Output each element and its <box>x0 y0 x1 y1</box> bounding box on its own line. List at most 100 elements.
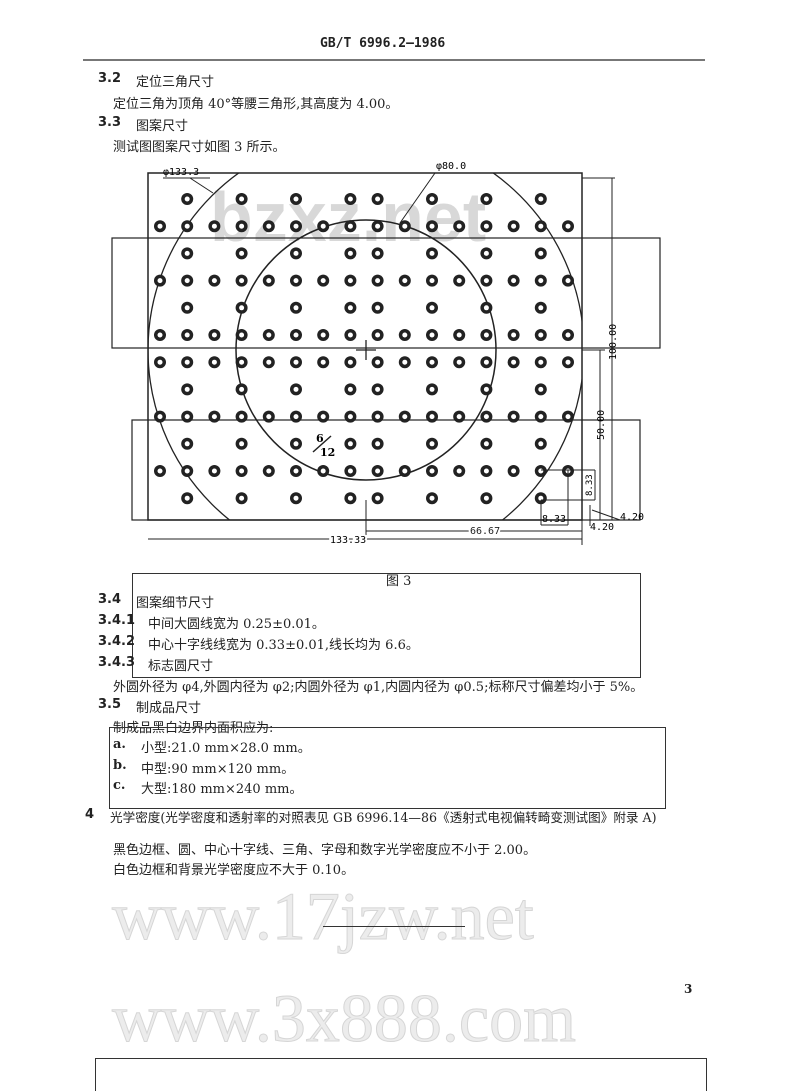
marker-circle-inner <box>429 305 435 311</box>
marker-circle-inner <box>320 278 326 284</box>
marker-circle-inner <box>565 278 571 284</box>
marker-circle-inner <box>565 223 571 229</box>
marker-circle-inner <box>211 223 217 229</box>
marker-circle-inner <box>538 441 544 447</box>
marker-circle-inner <box>266 468 272 474</box>
marker-circle-inner <box>211 468 217 474</box>
marker-circle-inner <box>320 468 326 474</box>
marker-circle-inner <box>184 305 190 311</box>
list-item: 中型:90 mm×120 mm。 <box>141 762 295 777</box>
marker-circle-inner <box>347 441 353 447</box>
marker-circle-inner <box>538 332 544 338</box>
section-number: 4 <box>85 807 95 822</box>
marker-circle-inner <box>293 468 299 474</box>
marker-circle-inner <box>483 196 489 202</box>
list-item: 大型:180 mm×240 mm。 <box>141 782 303 797</box>
section-title: 制成品尺寸 <box>136 701 202 716</box>
section-title: 图案细节尺寸 <box>136 596 215 611</box>
marker-circle-inner <box>293 223 299 229</box>
marker-circle-inner <box>483 250 489 256</box>
section-number: 3.4 <box>98 592 122 607</box>
label-phi-large: φ133.3 <box>163 167 199 178</box>
marker-circle-inner <box>239 359 245 365</box>
marker-circle-inner <box>184 359 190 365</box>
marker-circle-inner <box>347 495 353 501</box>
marker-circle-inner <box>483 278 489 284</box>
marker-circle-inner <box>347 468 353 474</box>
marker-circle-inner <box>429 332 435 338</box>
section-title: 定位三角尺寸 <box>136 75 215 90</box>
marker-circle-inner <box>375 495 381 501</box>
section-number: 3.4.2 <box>98 634 136 649</box>
label-width-66-67: 66.67 <box>470 526 500 537</box>
list-marker: c. <box>113 778 126 793</box>
marker-circle-inner <box>456 414 462 420</box>
marker-circle-inner <box>157 414 163 420</box>
marker-circle-inner <box>402 359 408 365</box>
marker-circle-inner <box>538 359 544 365</box>
label-height-100: 100.00 <box>608 324 619 360</box>
marker-circle-inner <box>293 250 299 256</box>
marker-circle-inner <box>429 196 435 202</box>
marker-circle-inner <box>375 332 381 338</box>
figure-caption: 图 3 <box>386 574 412 589</box>
marker-circle-inner <box>320 414 326 420</box>
center-mark-bottom: 12 <box>320 446 335 459</box>
marker-circle-inner <box>239 386 245 392</box>
marker-circle-inner <box>239 414 245 420</box>
marker-circle-inner <box>347 250 353 256</box>
marker-circle-inner <box>293 386 299 392</box>
marker-circle-inner <box>375 305 381 311</box>
marker-circle-inner <box>538 305 544 311</box>
marker-circle-inner <box>320 359 326 365</box>
marker-circle-inner <box>429 386 435 392</box>
list-item: 小型:21.0 mm×28.0 mm。 <box>141 741 311 756</box>
header-rule <box>83 59 705 61</box>
marker-circle-inner <box>511 332 517 338</box>
marker-circle-inner <box>347 414 353 420</box>
label-height-50: 50.00 <box>596 410 607 440</box>
marker-circle-inner <box>538 386 544 392</box>
marker-circle-inner <box>184 223 190 229</box>
marker-circle-inner <box>375 414 381 420</box>
marker-circle-inner <box>347 386 353 392</box>
marker-circle-inner <box>456 359 462 365</box>
marker-circle-inner <box>375 278 381 284</box>
marker-circle-inner <box>375 441 381 447</box>
middle-circle <box>235 219 497 481</box>
marker-circle-inner <box>239 223 245 229</box>
paragraph: 外圆外径为 φ4,外圆内径为 φ2;内圆外径为 φ1,内圆内径为 φ0.5;标称… <box>113 680 644 695</box>
marker-circle-inner <box>157 332 163 338</box>
marker-circle-inner <box>429 495 435 501</box>
marker-circle-inner <box>429 250 435 256</box>
marker-circle-inner <box>239 196 245 202</box>
marker-circle-inner <box>293 359 299 365</box>
marker-circle-inner <box>293 305 299 311</box>
marker-circle-inner <box>184 196 190 202</box>
marker-circle-inner <box>320 332 326 338</box>
marker-circle-inner <box>483 305 489 311</box>
marker-circle-inner <box>375 359 381 365</box>
marker-circle-inner <box>456 332 462 338</box>
marker-circle-inner <box>511 468 517 474</box>
marker-circle-inner <box>157 468 163 474</box>
marker-circle-inner <box>347 223 353 229</box>
marker-circle-inner <box>375 250 381 256</box>
marker-circle-inner <box>456 223 462 229</box>
marker-circle-inner <box>347 305 353 311</box>
marker-circle-inner <box>565 414 571 420</box>
marker-circle-inner <box>511 359 517 365</box>
marker-circle-inner <box>402 278 408 284</box>
marker-circle-inner <box>429 359 435 365</box>
paragraph: 黑色边框、圆、中心十字线、三角、字母和数字光学密度应不小于 2.00。 <box>113 843 537 858</box>
marker-circle-inner <box>211 359 217 365</box>
marker-circle-inner <box>184 250 190 256</box>
marker-circle-inner <box>429 441 435 447</box>
marker-circle-inner <box>483 468 489 474</box>
section-number: 3.2 <box>98 71 122 86</box>
marker-circle-inner <box>456 278 462 284</box>
marker-circle-inner <box>429 414 435 420</box>
standard-number-header: GB/T 6996.2—1986 <box>320 36 446 51</box>
marker-circle-inner <box>184 386 190 392</box>
marker-circle-inner <box>538 278 544 284</box>
